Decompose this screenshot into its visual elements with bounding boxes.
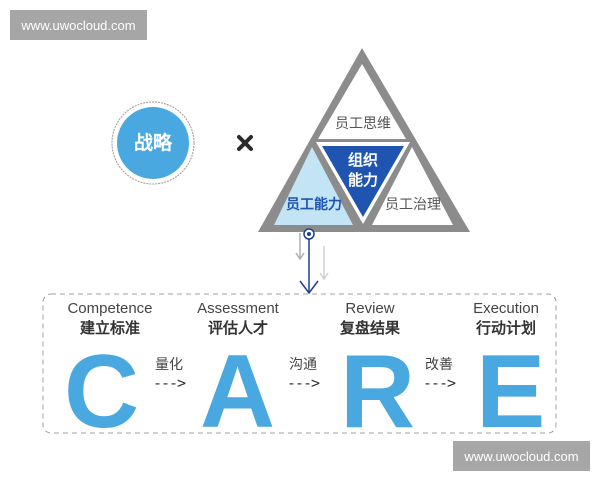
stage-cn: 行动计划 <box>475 319 536 337</box>
watermark-bottom: www.uwocloud.com <box>453 441 590 471</box>
stage-competence: Competence 建立标准 <box>50 300 170 338</box>
triangle-center-line2: 能力 <box>347 171 378 189</box>
connector-communicate: 沟通 ---> <box>280 356 326 392</box>
triangle-right-label: 员工治理 <box>385 197 441 213</box>
letter-a: A <box>200 334 276 450</box>
stage-en: Execution <box>473 300 539 317</box>
connector-quantify: 量化 ---> <box>146 356 192 392</box>
watermark-top: www.uwocloud.com <box>10 10 147 40</box>
stage-cn: 评估人才 <box>207 319 268 337</box>
stage-en: Competence <box>67 300 153 317</box>
triangle-top-label: 员工思维 <box>335 116 391 132</box>
connector-label: 量化 <box>155 357 183 373</box>
strategy-circle <box>111 101 195 185</box>
down-arrows <box>295 228 329 295</box>
letter-r: R <box>340 334 416 450</box>
connector-label: 沟通 <box>289 357 317 373</box>
care-box <box>42 293 557 434</box>
dashed-arrow-icon: ---> <box>422 374 456 392</box>
letter-e: E <box>476 334 546 450</box>
stage-review: Review 复盘结果 <box>310 300 430 338</box>
triangle-center-line1: 组织 <box>347 151 378 169</box>
strategy-label: 战略 <box>133 132 172 154</box>
dashed-arrow-icon: ---> <box>152 374 186 392</box>
multiply-icon <box>237 135 253 151</box>
capability-triangle <box>258 48 470 232</box>
stage-en: Review <box>345 300 395 317</box>
stage-cn: 建立标准 <box>79 319 140 337</box>
stage-assessment: Assessment 评估人才 <box>178 300 298 338</box>
dashed-arrow-icon: ---> <box>286 374 320 392</box>
triangle-center-label: 组织 能力 <box>343 150 383 190</box>
connector-label: 改善 <box>425 357 453 373</box>
triangle-left-label: 员工能力 <box>286 197 342 213</box>
connector-improve: 改善 ---> <box>416 356 462 392</box>
letter-c: C <box>64 334 140 450</box>
stage-en: Assessment <box>197 300 279 317</box>
stage-execution: Execution 行动计划 <box>446 300 566 338</box>
stage-cn: 复盘结果 <box>339 319 400 337</box>
